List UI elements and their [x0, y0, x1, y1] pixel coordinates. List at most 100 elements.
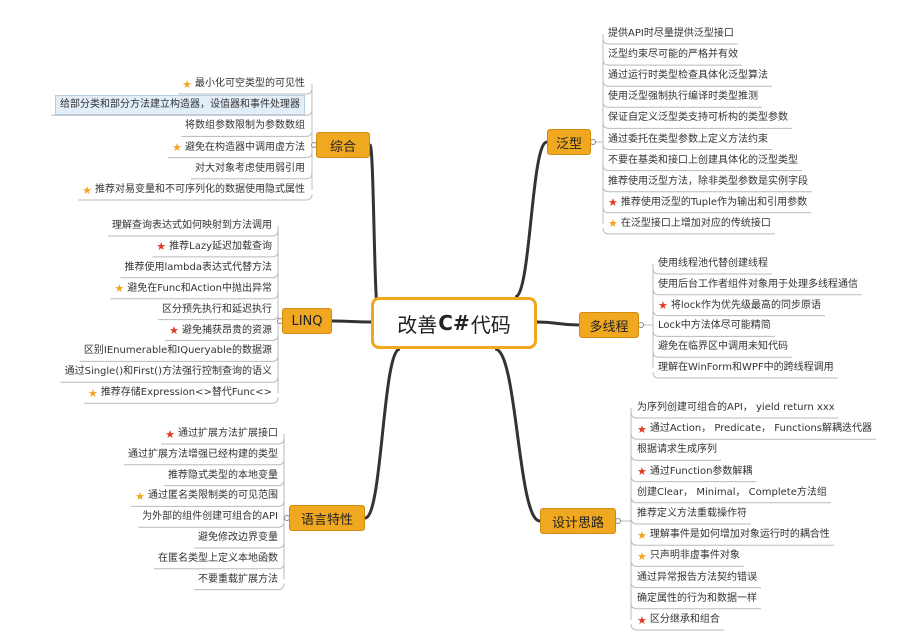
leaf-label: 不要重载扩展方法: [198, 573, 278, 585]
leaf-underline: [602, 122, 792, 129]
branch-duoxiancheng[interactable]: 多线程: [579, 312, 639, 338]
leaf-fanxing-0[interactable]: 提供API时尽量提供泛型接口: [608, 24, 734, 44]
leaf-label: 通过Single()和First()方法强行控制查询的语义: [64, 366, 272, 378]
leaf-sheji-4[interactable]: 创建Clear， Minimal， Complete方法组: [637, 483, 827, 503]
leaf-label: 在泛型接口上增加对应的传统接口: [620, 217, 771, 229]
leaf-label: 通过Action， Predicate， Functions解耦迭代器: [649, 423, 873, 435]
leaf-fanxing-8[interactable]: ★推荐使用泛型的Tuple作为输出和引用参数: [608, 193, 807, 213]
star-icon: ★: [156, 240, 167, 254]
leaf-label: 给部分类和部分方法建立构造器，设值器和事件处理器: [60, 99, 300, 111]
leaf-duoxiancheng-3[interactable]: Lock中方法体尽可能精简: [658, 316, 771, 336]
leaf-zonghe-0[interactable]: ★最小化可空类型的可见性: [182, 74, 305, 94]
leaf-sheji-3[interactable]: ★通过Function参数解耦: [637, 462, 752, 482]
leaf-underline: [110, 292, 279, 300]
star-icon: ★: [608, 217, 618, 231]
leaf-label: 推荐定义方法重载操作符: [637, 508, 747, 519]
leaf-sheji-6[interactable]: ★理解事件是如何增加对象运行时的耦合性: [637, 525, 830, 545]
leaf-sheji-10[interactable]: ★区分继承和组合: [637, 610, 720, 630]
leaf-linq-7[interactable]: 通过Single()和First()方法强行控制查询的语义: [65, 362, 272, 382]
leaf-yuyan-4[interactable]: 为外部的组件创建可组合的API: [142, 507, 278, 527]
leaf-fanxing-5[interactable]: 通过委托在类型参数上定义方法约束: [608, 130, 768, 150]
leaf-sheji-2[interactable]: 根据请求生成序列: [637, 440, 717, 460]
leaf-underline: [152, 250, 279, 258]
leaf-label: Lock中方法体尽可能精简: [658, 320, 771, 332]
leaf-underline: [138, 521, 285, 528]
star-icon: ★: [637, 528, 647, 542]
leaf-linq-6[interactable]: 区别IEnumerable和IQueryable的数据源: [84, 341, 272, 361]
leaf-linq-2[interactable]: 推荐使用lambda表达式代替方法: [125, 258, 272, 278]
leaf-linq-8[interactable]: ★推荐存储Expression<>替代Func<>: [88, 383, 272, 403]
leaf-zonghe-3[interactable]: ★避免在构造器中调用虚方法: [172, 138, 305, 158]
leaf-linq-4[interactable]: 区分预先执行和延迟执行: [162, 300, 272, 320]
leaf-linq-5[interactable]: ★避免捕获昂贵的资源: [169, 321, 272, 341]
branch-fanxing[interactable]: 泛型: [547, 129, 591, 155]
leaf-linq-3[interactable]: ★避免在Func和Action中抛出异常: [114, 279, 272, 299]
leaf-label: 将lock作为优先级最高的同步原语: [670, 299, 822, 311]
leaf-underline: [108, 229, 279, 237]
leaf-fanxing-2[interactable]: 通过运行时类型检查具体化泛型算法: [608, 66, 768, 86]
leaf-label: 确定属性的行为和数据一样: [637, 592, 757, 604]
leaf-sheji-9[interactable]: 确定属性的行为和数据一样: [637, 589, 757, 609]
leaf-fanxing-9[interactable]: ★在泛型接口上增加对应的传统接口: [608, 214, 771, 234]
leaf-yuyan-7[interactable]: 不要重载扩展方法: [198, 570, 278, 590]
leaf-yuyan-1[interactable]: 通过扩展方法增强已经构建的类型: [128, 445, 278, 465]
leaf-zonghe-1[interactable]: 给部分类和部分方法建立构造器，设值器和事件处理器: [55, 95, 305, 116]
leaf-yuyan-6[interactable]: 在匿名类型上定义本地函数: [158, 549, 278, 569]
leaf-sheji-0[interactable]: 为序列创建可组合的API， yield return xxx: [637, 398, 835, 418]
leaf-sheji-7[interactable]: ★只声明非虚事件对象: [637, 546, 740, 566]
leaf-label: 通过运行时类型检查具体化泛型算法: [608, 70, 768, 82]
leaf-fanxing-7[interactable]: 推荐使用泛型方法，除非类型参数是实例字段: [608, 172, 808, 192]
leaf-label: 推荐使用泛型方法，除非类型参数是实例字段: [608, 175, 808, 187]
leaf-duoxiancheng-0[interactable]: 使用线程池代替创建线程: [658, 254, 768, 274]
branch-yuyan[interactable]: 语言特性: [289, 505, 365, 531]
leaf-yuyan-0[interactable]: ★通过扩展方法扩展接口: [165, 424, 278, 444]
leaf-duoxiancheng-4[interactable]: 避免在临界区中调用未知代码: [658, 337, 788, 357]
leaf-duoxiancheng-2[interactable]: ★将lock作为优先级最高的同步原语: [658, 296, 821, 316]
star-icon: ★: [114, 282, 125, 296]
leaf-duoxiancheng-1[interactable]: 使用后台工作者组件对象用于处理多线程通信: [658, 275, 858, 295]
leaf-zonghe-4[interactable]: 对大对象考虑使用弱引用: [195, 159, 305, 179]
leaf-underline: [79, 355, 279, 362]
branch-sheji[interactable]: 设计思路: [540, 508, 616, 534]
leaf-underline: [630, 411, 839, 419]
star-icon: ★: [172, 141, 182, 155]
leaf-duoxiancheng-5[interactable]: 理解在WinForm和WPF中的跨线程调用: [658, 358, 834, 378]
leaf-underline: [652, 351, 792, 358]
leaf-yuyan-2[interactable]: 推荐隐式类型的本地变量: [168, 466, 278, 486]
branch-linq[interactable]: LINQ: [282, 308, 332, 334]
leaf-label: 在匿名类型上定义本地函数: [158, 552, 278, 564]
leaf-underline: [602, 59, 742, 66]
leaf-label: 理解事件是如何增加对象运行时的耦合性: [649, 529, 830, 541]
leaf-underline: [630, 602, 761, 610]
leaf-fanxing-6[interactable]: 不要在基类和接口上创建具体化的泛型类型: [608, 151, 798, 171]
leaf-underline: [652, 288, 862, 296]
star-icon: ★: [165, 427, 175, 441]
branch-zonghe[interactable]: 综合: [316, 132, 370, 158]
leaf-sheji-8[interactable]: 通过异常报告方法契约错误: [637, 568, 757, 588]
leaf-yuyan-3[interactable]: ★通过匿名类限制类的可见范围: [135, 486, 278, 506]
leaf-linq-0[interactable]: 理解查询表达式如何映射到方法调用: [112, 216, 272, 236]
leaf-yuyan-5[interactable]: 避免修改边界变量: [198, 528, 278, 548]
leaf-underline: [194, 541, 285, 549]
leaf-sheji-5[interactable]: 推荐定义方法重载操作符: [637, 504, 747, 524]
leaf-sheji-1[interactable]: ★通过Action， Predicate， Functions解耦迭代器: [637, 419, 872, 439]
connector-linq: [331, 319, 372, 324]
connector-zonghe: [368, 143, 380, 312]
leaf-fanxing-1[interactable]: 泛型约束尽可能的严格并有效: [608, 45, 738, 65]
star-icon: ★: [82, 183, 92, 197]
leaf-label: 最小化可空类型的可见性: [195, 78, 305, 89]
leaf-zonghe-5[interactable]: ★推荐对易变量和不可序列化的数据使用隐式属性: [82, 180, 305, 200]
leaf-zonghe-2[interactable]: 将数组参数限制为参数数组: [185, 116, 305, 136]
leaf-fanxing-3[interactable]: 使用泛型强制执行编译时类型推测: [608, 87, 758, 107]
leaf-underline: [652, 330, 775, 337]
leaf-linq-1[interactable]: ★推荐Lazy延迟加载查询: [156, 237, 272, 257]
leaf-label: 通过扩展方法增强已经构建的类型: [128, 448, 278, 460]
leaf-underline: [181, 130, 313, 137]
leaf-label: 将数组参数限制为参数数组: [185, 120, 305, 132]
leaf-underline: [602, 37, 738, 45]
collapse-toggle-duoxiancheng: [638, 322, 644, 328]
leaf-underline: [60, 376, 279, 383]
star-icon: ★: [637, 465, 647, 479]
leaf-fanxing-4[interactable]: 保证自定义泛型类支持可析构的类型参数: [608, 108, 788, 128]
